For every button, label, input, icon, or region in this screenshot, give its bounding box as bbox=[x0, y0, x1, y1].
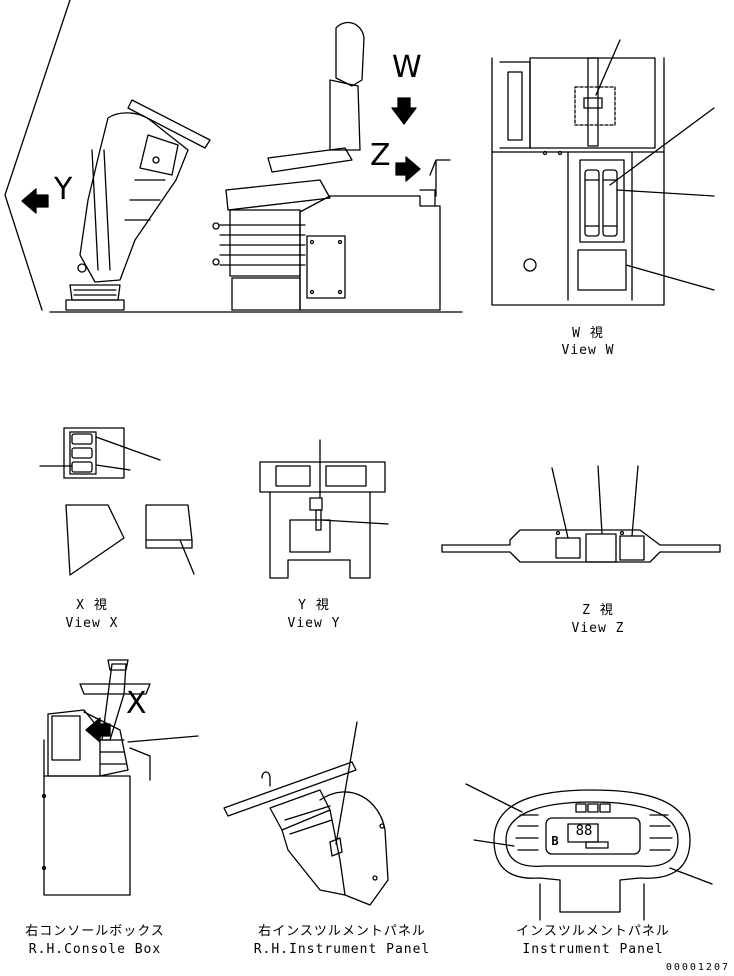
view-x-caption-en: View X bbox=[65, 616, 119, 631]
rh-instrument-panel-drawing bbox=[223, 721, 389, 906]
arrow-w-label: W bbox=[392, 50, 422, 85]
arrow-z-label: Z bbox=[370, 138, 391, 173]
rh-panel-caption-jp: 右インスツルメントパネル bbox=[258, 924, 426, 939]
view-z-drawing bbox=[441, 465, 721, 563]
document-number: 00001207 bbox=[665, 962, 730, 973]
view-x-drawing bbox=[39, 427, 195, 576]
rh-panel-caption-en: R.H.Instrument Panel bbox=[253, 942, 431, 957]
view-x-caption-jp: X 視 bbox=[76, 598, 108, 613]
view-z-caption-en: View Z bbox=[571, 621, 625, 636]
console-box-drawing bbox=[41, 659, 199, 896]
view-w-caption-en: View W bbox=[561, 343, 615, 358]
view-y-caption-en: View Y bbox=[287, 616, 341, 631]
view-y-caption-jp: Y 視 bbox=[298, 598, 330, 613]
arrow-x-label: X bbox=[126, 686, 147, 721]
view-z-caption-jp: Z 視 bbox=[582, 603, 614, 618]
instrument-panel-drawing bbox=[465, 783, 713, 921]
arrow-y-label: Y bbox=[54, 172, 73, 207]
console-box-caption-en: R.H.Console Box bbox=[28, 942, 162, 957]
console-box-caption-jp: 右コンソールボックス bbox=[25, 924, 165, 939]
operator-station-drawing bbox=[4, 0, 463, 313]
panel-display-digits: 88 bbox=[575, 823, 593, 839]
view-w-caption-jp: W 視 bbox=[572, 326, 604, 341]
view-y-drawing bbox=[259, 439, 389, 579]
view-w-drawing bbox=[491, 39, 715, 306]
panel-gear-indicator: B bbox=[551, 834, 559, 848]
panel-caption-jp: インスツルメントパネル bbox=[516, 924, 670, 939]
panel-caption-en: Instrument Panel bbox=[522, 942, 664, 957]
